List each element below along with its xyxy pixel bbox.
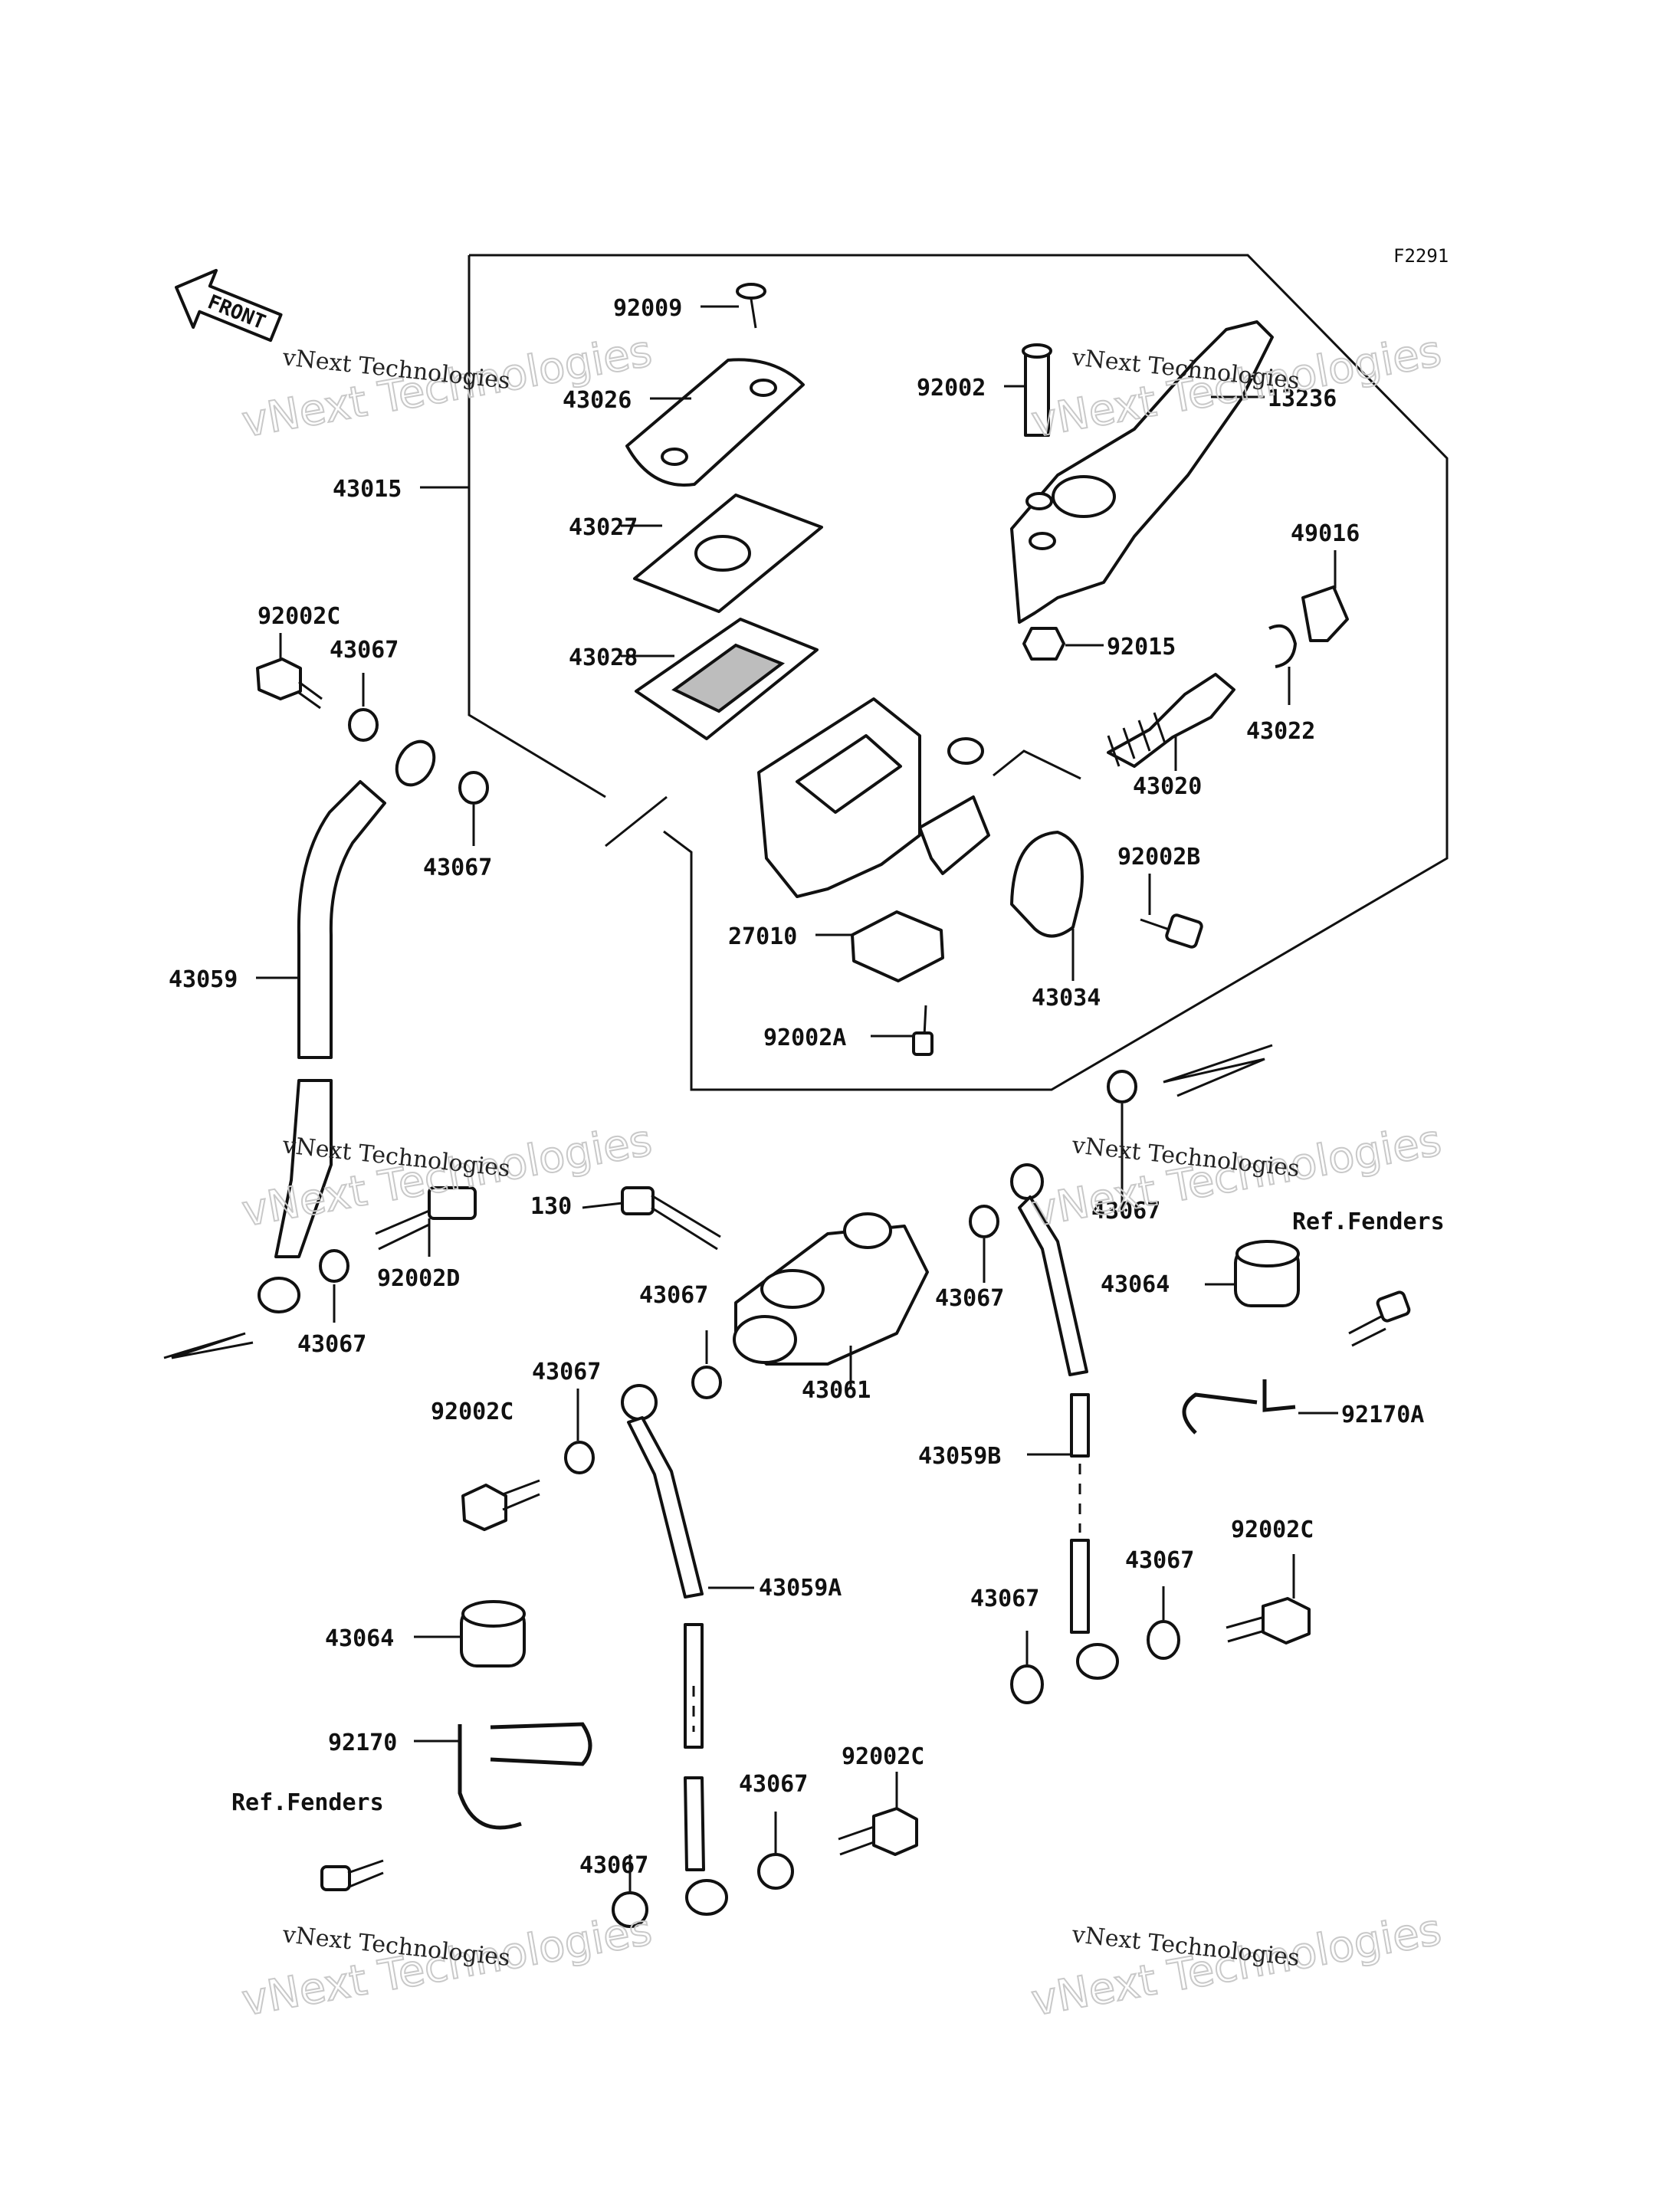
diaphragm-plate-43027 (633, 494, 823, 613)
callout-43064-b: 43064 (325, 1625, 394, 1652)
callout-92002A: 92002A (763, 1025, 846, 1051)
callout-92002C-d: 92002C (1231, 1517, 1314, 1543)
brake-lever-13236 (1010, 320, 1274, 624)
bracket-92170 (458, 1722, 592, 1830)
callout-92002: 92002 (917, 375, 986, 402)
washer-43067-g (1107, 1070, 1137, 1103)
front-arrow-icon: FRONT (175, 268, 283, 343)
washer-43067-i (612, 1891, 648, 1928)
screw-92002A (912, 1005, 934, 1056)
bolt-130 (621, 1186, 721, 1251)
watermark-bottom-left: vNext Technologies vNext Technologies (238, 1904, 656, 2027)
callout-43026: 43026 (563, 387, 632, 414)
callout-13236: 13236 (1268, 385, 1337, 412)
leader-lines (256, 305, 1338, 1891)
callout-92002C-b: 92002C (431, 1399, 514, 1425)
callout-43067-a: 43067 (330, 637, 399, 664)
callout-43067-e: 43067 (935, 1285, 1004, 1312)
callout-43028: 43028 (569, 644, 638, 671)
grommet-43064-b (460, 1600, 526, 1667)
watermark-bottom-right: vNext Technologies vNext Technologies (1027, 1904, 1445, 2027)
grommet-43064-a (1234, 1240, 1300, 1307)
callout-43034: 43034 (1032, 985, 1101, 1012)
screw-92009 (736, 283, 766, 329)
callout-43067-j: 43067 (970, 1585, 1039, 1612)
callout-92170: 92170 (328, 1730, 397, 1756)
bolt-ref-fenders-a (1348, 1290, 1411, 1347)
callout-43067-h: 43067 (739, 1771, 808, 1798)
nut-92015 (1022, 627, 1065, 661)
washer-43067-k (1147, 1620, 1180, 1660)
bolt-ref-fenders-b (320, 1859, 384, 1891)
hose-43059A (621, 1384, 728, 1916)
washer-43067-e (969, 1205, 999, 1238)
washer-43067-a (348, 708, 379, 742)
master-cylinder-body (757, 697, 990, 898)
caliper-43061 (733, 1212, 929, 1366)
callout-92009: 92009 (613, 295, 682, 322)
callout-92002C-c: 92002C (842, 1743, 924, 1770)
hose-43059B (1010, 1163, 1119, 1680)
callout-92002D: 92002D (377, 1265, 460, 1292)
diagram-code: F2291 (1393, 245, 1449, 267)
clamp-43034 (1010, 831, 1084, 938)
washer-43067-j (1010, 1664, 1044, 1704)
washer-43067-d (691, 1366, 722, 1399)
callout-43067-k: 43067 (1125, 1547, 1194, 1574)
pointer-right (1163, 1044, 1273, 1097)
washer-43067-b (458, 771, 489, 805)
diaphragm-43028 (635, 618, 819, 740)
callout-43061: 43061 (802, 1377, 871, 1404)
callout-43067-b: 43067 (423, 854, 492, 881)
callout-43059: 43059 (169, 966, 238, 993)
callout-ref-fenders-a: Ref.Fenders (1292, 1208, 1445, 1235)
master-cylinder-frame (469, 254, 1449, 1091)
reservoir-cap-43026 (625, 358, 805, 487)
callout-43067-g: 43067 (1091, 1198, 1160, 1225)
circlip-43022 (1268, 624, 1298, 668)
callout-43067-f: 43067 (532, 1359, 601, 1385)
boot-49016 (1301, 585, 1349, 642)
callout-43059A: 43059A (759, 1575, 842, 1602)
callout-43015: 43015 (333, 476, 402, 503)
callout-92002B: 92002B (1117, 844, 1200, 871)
bolt-92002D (375, 1186, 477, 1251)
bolt-92002C-lower (838, 1807, 918, 1856)
callout-43059B: 43059B (918, 1443, 1001, 1470)
callout-49016: 49016 (1291, 520, 1360, 547)
callout-43022: 43022 (1246, 718, 1315, 745)
callout-43067-c: 43067 (297, 1331, 366, 1358)
switch-27010 (851, 910, 944, 982)
callout-43020: 43020 (1133, 773, 1202, 800)
callout-labels: 92009 43026 43015 43027 43028 92002 1323… (169, 295, 1445, 1879)
callout-43027: 43027 (569, 514, 638, 541)
bracket-92170A (1182, 1379, 1296, 1435)
callout-ref-fenders-b: Ref.Fenders (231, 1789, 384, 1816)
washer-43067-h (757, 1853, 794, 1890)
callout-92015: 92015 (1107, 634, 1176, 661)
washer-43067-f (564, 1441, 595, 1474)
callout-43067-i: 43067 (579, 1852, 648, 1879)
bolt-92002B (1140, 913, 1203, 949)
pin-bolt-92002 (1022, 343, 1052, 437)
piston-43020 (1107, 673, 1235, 768)
callout-92002C-a: 92002C (258, 603, 340, 630)
washer-43067-c (319, 1249, 349, 1283)
pointer-left (163, 1332, 254, 1359)
callout-43067-d: 43067 (639, 1282, 708, 1309)
bolt-92002C-upper-left (256, 657, 323, 710)
callout-130: 130 (530, 1193, 572, 1220)
callout-43064-a: 43064 (1101, 1271, 1170, 1298)
bolt-92002C-center (461, 1479, 540, 1531)
hose-43059 (258, 739, 436, 1313)
callout-27010: 27010 (728, 923, 797, 950)
callout-92170A: 92170A (1341, 1402, 1424, 1428)
bolt-92002C-right (1226, 1597, 1311, 1644)
